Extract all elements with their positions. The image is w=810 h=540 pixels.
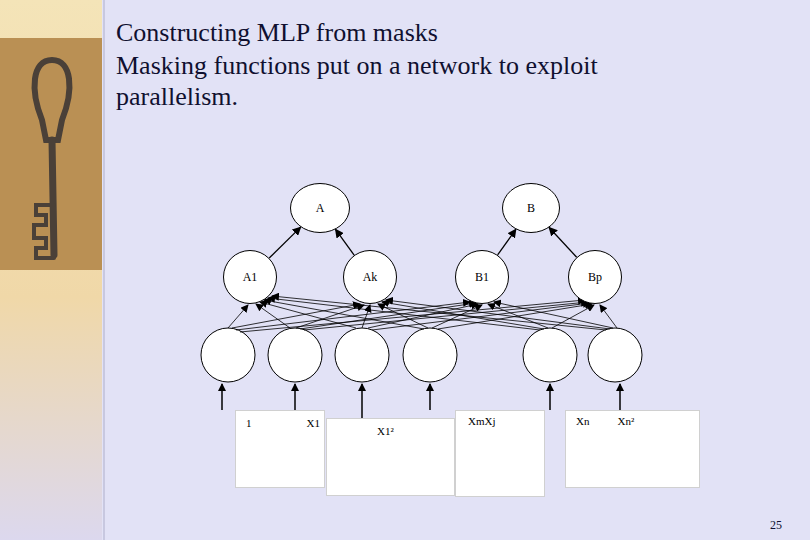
node-text: A1 bbox=[243, 270, 258, 285]
input-box: XmXj bbox=[455, 410, 545, 497]
connection-arrow bbox=[269, 227, 300, 258]
node-text: 1 bbox=[246, 417, 252, 429]
node-text: Ak bbox=[363, 270, 378, 285]
node-text: Xn bbox=[576, 415, 589, 427]
node-text: A bbox=[316, 201, 325, 216]
node-text: B bbox=[527, 201, 535, 216]
slide-title: Constructing MLP from masks bbox=[116, 18, 438, 48]
neuron-circle: B1 bbox=[455, 250, 509, 304]
neuron-circle: B bbox=[502, 183, 560, 233]
connection-arrow bbox=[336, 229, 355, 255]
strip-border bbox=[103, 0, 105, 540]
node-text: B1 bbox=[475, 270, 489, 285]
input-box: 1 X1 bbox=[235, 410, 325, 488]
key-photo-shade bbox=[0, 38, 102, 270]
input-box: Xn Xn² bbox=[565, 410, 700, 488]
node-text: Bp bbox=[588, 270, 602, 285]
node-text: X1 bbox=[307, 417, 320, 429]
page-number: 25 bbox=[770, 518, 800, 532]
node-text: Xn² bbox=[617, 415, 634, 427]
neuron-circle: Bp bbox=[568, 250, 622, 304]
input-circles bbox=[201, 328, 642, 382]
connection-arrow bbox=[498, 229, 516, 255]
key-photo bbox=[0, 38, 102, 270]
side-strip bbox=[0, 0, 102, 540]
node-text: XmXj bbox=[468, 415, 496, 427]
neuron-circle: Ak bbox=[343, 250, 397, 304]
node-text: X1² bbox=[377, 425, 394, 437]
connection-arrow bbox=[549, 228, 577, 258]
neuron-circle: A1 bbox=[223, 250, 277, 304]
key-illustration bbox=[34, 60, 69, 258]
hidden-connections bbox=[228, 296, 617, 332]
input-box: X1² bbox=[326, 418, 455, 496]
neuron-circle: A bbox=[290, 183, 350, 233]
slide-subtitle: Masking functions put on a network to ex… bbox=[116, 50, 636, 112]
